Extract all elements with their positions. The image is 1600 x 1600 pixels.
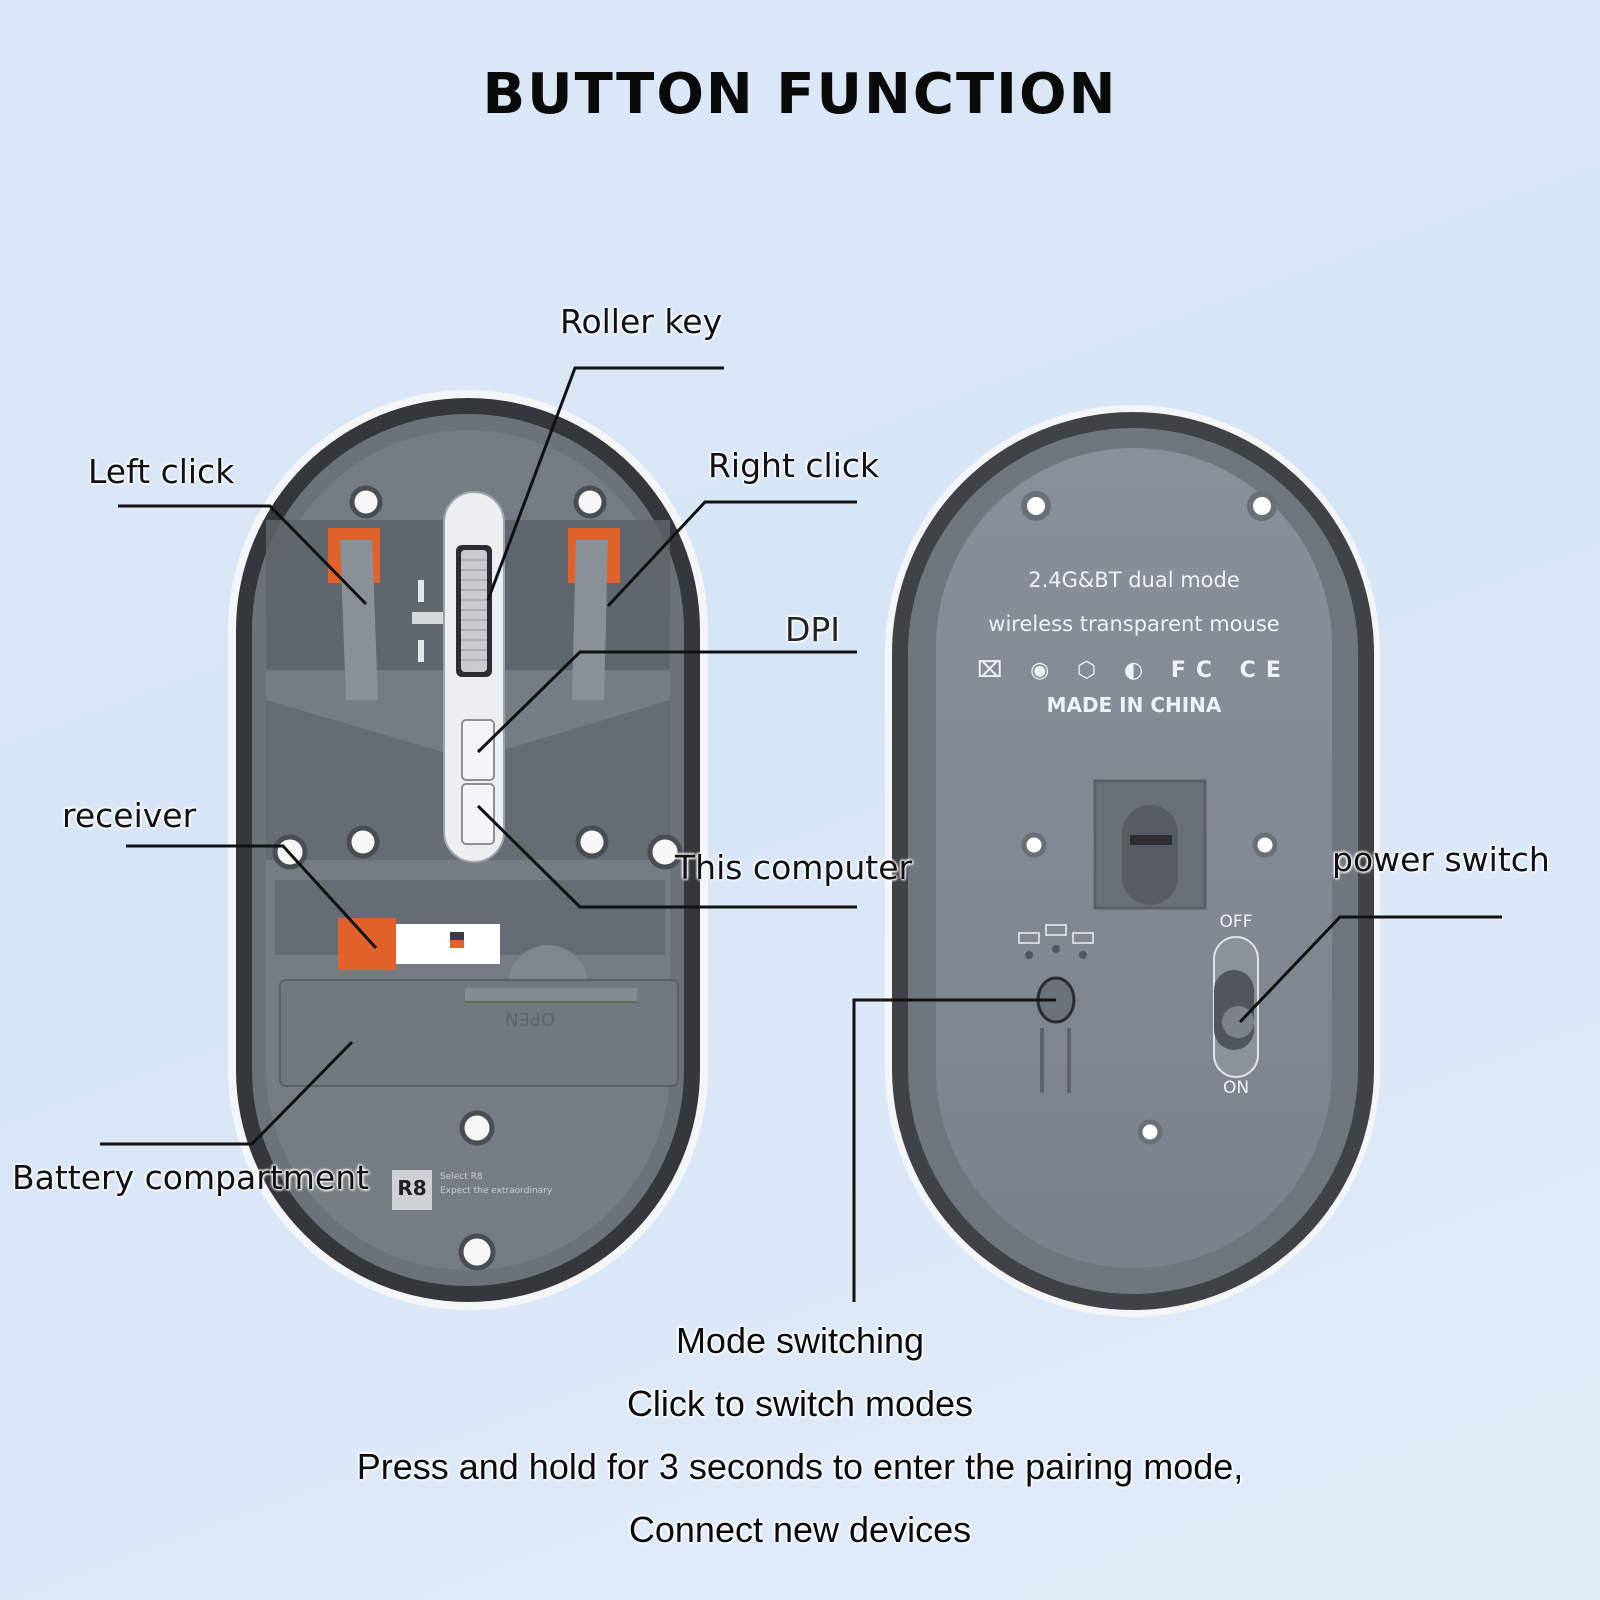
battery-cover-open-label: OPEN xyxy=(505,1008,555,1029)
mode-switching-line-1: Click to switch modes xyxy=(626,1383,974,1424)
mode-switching-line-2: Press and hold for 3 seconds to enter th… xyxy=(356,1446,1244,1487)
brand-badge xyxy=(392,1170,432,1210)
left-click-lever xyxy=(340,540,378,700)
mouse-bottom-view xyxy=(885,405,1380,1317)
made-in-china: MADE IN CHINA xyxy=(1046,693,1222,717)
fc-mark-icon: FC xyxy=(1170,658,1222,683)
page-title: BUTTON FUNCTION xyxy=(482,62,1118,127)
recycle-circle-icon: ◉ xyxy=(1030,658,1060,683)
label-dpi: DPI xyxy=(785,610,841,649)
battery-cover xyxy=(279,979,679,1087)
leader-left-click xyxy=(118,504,368,606)
brand-line-1: Select R8 xyxy=(440,1172,483,1182)
label-battery-compartment: Battery compartment xyxy=(12,1158,370,1197)
box-icon: ⬡ xyxy=(1077,658,1107,683)
mode-switching-heading: Mode switching xyxy=(675,1320,925,1361)
leader-mode-switching xyxy=(852,998,1056,1302)
switch-off-label: OFF xyxy=(1219,912,1253,932)
switch-on-label: ON xyxy=(1222,1078,1250,1098)
label-roller-key: Roller key xyxy=(560,302,723,341)
label-left-click: Left click xyxy=(88,452,235,491)
receiver-body xyxy=(396,924,500,964)
leader-battery xyxy=(100,1040,354,1146)
this-computer-button xyxy=(461,783,495,845)
leader-lines xyxy=(100,366,1502,1302)
mode-switching-line-3: Connect new devices xyxy=(628,1509,972,1550)
leader-power-switch xyxy=(1238,915,1502,1024)
leader-receiver xyxy=(126,844,378,950)
brand-badge-text: R8 xyxy=(397,1176,427,1200)
leader-this-computer xyxy=(476,804,857,909)
ccc-icon: ◐ xyxy=(1123,658,1154,683)
brand-line-2: Expect the extraordinary xyxy=(440,1186,553,1196)
leader-roller-key xyxy=(486,366,724,601)
engraving-line-2: wireless transparent mouse xyxy=(988,612,1280,636)
right-click-lever xyxy=(572,540,608,700)
label-this-computer: This computer xyxy=(675,848,913,887)
weee-bin-icon: ⌧ xyxy=(977,658,1013,683)
label-right-click: Right click xyxy=(708,446,880,485)
engraving-line-1: 2.4G&BT dual mode xyxy=(1028,568,1240,592)
scroll-wheel xyxy=(461,550,487,672)
ce-mark-icon: CE xyxy=(1239,658,1291,683)
certification-icons: ⌧ ◉ ⬡ ◐ FC CE xyxy=(936,658,1332,683)
receiver-connector xyxy=(338,918,396,970)
mouse-top-view xyxy=(228,390,708,1310)
label-receiver: receiver xyxy=(62,796,197,835)
mode-indicator-leds xyxy=(1025,945,1087,959)
leader-right-click xyxy=(606,500,857,608)
label-power-switch: power switch xyxy=(1332,840,1550,879)
leader-dpi xyxy=(476,650,857,754)
